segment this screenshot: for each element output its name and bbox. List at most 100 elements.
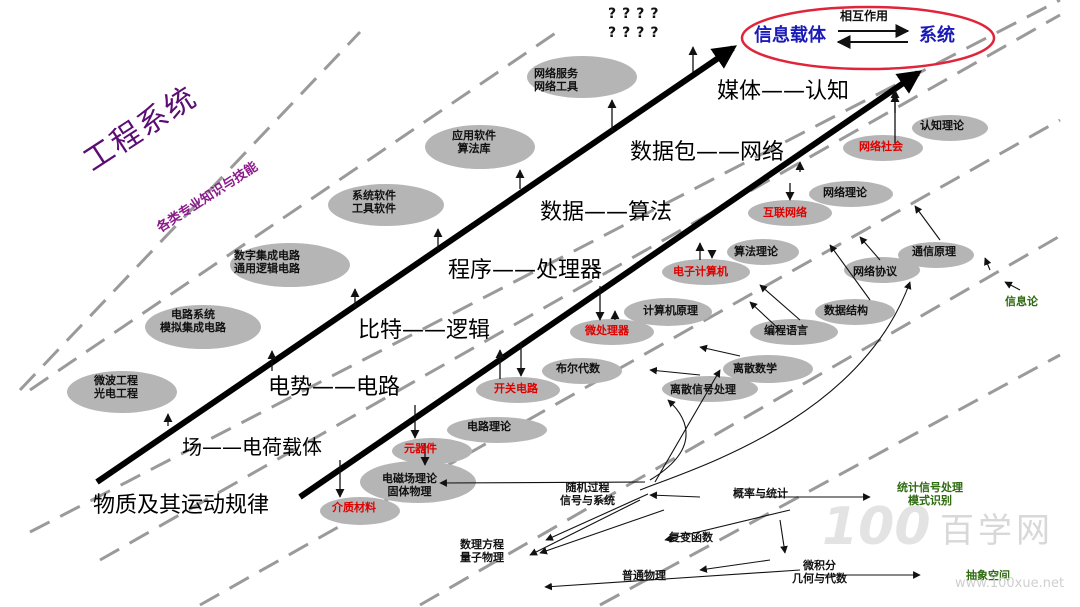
node-programming-language: 编程语言 [764,324,808,337]
axis-label-program: 程序——处理器 [448,258,603,283]
node-network-protocols: 网络协议 [853,265,897,278]
node-discrete-math: 离散数学 [733,362,777,375]
node-ellipse-2 [230,243,350,287]
node-computer: 电子计算机 [673,265,728,278]
info-carrier-label: 信息载体 [754,25,826,46]
connector-arrow-9 [544,569,801,591]
node-digital-circuits: 数字集成电路 通用逻辑电路 [234,249,300,275]
connector-arrow-8 [699,559,771,573]
node-calculus: 微积分 几何与代数 [792,559,847,585]
node-ellipse-6 [320,497,400,525]
connector-arrow-20 [1004,281,1021,291]
node-ellipse-21 [662,376,758,402]
node-algorithm-theory: 算法理论 [734,245,778,258]
axis-label-media: 媒体——认知 [717,79,850,104]
node-random-processes: 随机过程 信号与系统 [560,481,615,507]
node-network-services: 网络服务 网络工具 [534,67,578,93]
node-information-theory: 信息论 [1005,295,1038,308]
node-ellipse-10 [662,259,750,285]
curve-arrow-signal [649,399,687,481]
node-complex-functions: 复变函数 [669,531,713,544]
main-arrow-lower [298,70,922,500]
node-application-software: 应用软件 算法库 [452,129,496,155]
watermark-url: www.100xue.net [955,576,1065,591]
axis-label-potential: 电势——电路 [268,375,401,400]
node-components: 元器件 [404,442,437,455]
node-ellipse-23 [815,299,895,325]
dashed-guide-line-3 [99,13,1061,562]
node-ellipse-15 [542,358,622,384]
watermark-number: 100 [822,497,931,557]
unknown-marks-2: ???? [608,25,665,41]
node-dielectric-materials: 介质材料 [332,501,376,514]
node-ellipse-13 [360,461,476,503]
connector-arrow-4 [649,491,701,500]
node-microprocessor: 微处理器 [585,324,629,337]
node-ellipse-4 [425,125,535,169]
node-circuit-theory: 电路理论 [467,420,511,433]
dashed-guide-line-2 [29,0,1061,534]
node-probability-statistics: 概率与统计 [733,487,788,500]
connector-arrow-3 [539,509,665,555]
node-microwave-engineering: 微波工程 光电工程 [94,374,138,400]
dashed-guide-line-4 [199,118,1061,607]
node-ellipse-22 [750,319,838,345]
connector-arrow-16 [859,236,881,261]
connector-arrow-17 [914,205,941,241]
connector-arrow-2 [529,499,641,556]
node-statistical-signal-processing: 统计信号处理 模式识别 [897,481,963,507]
interaction-label: 相互作用 [840,9,889,23]
node-ellipse-0 [67,371,177,413]
node-ellipse-19 [912,115,988,141]
node-ellipse-11 [748,200,832,226]
node-communication-principles: 通信原理 [912,245,956,258]
node-ellipse-3 [328,184,444,226]
node-ellipse-14 [447,417,547,443]
connector-arrow-18 [984,257,992,271]
axis-label-data: 数据——算法 [540,200,673,225]
connector-arrow-11 [649,366,701,376]
node-electromagnetic-theory: 电磁场理论 固体物理 [382,472,437,498]
connector-arrow-14 [749,301,781,331]
main-arrow-upper [95,45,737,485]
node-ellipse-5 [527,56,637,98]
node-internet: 互联网络 [763,206,807,219]
system-label: 系统 [919,25,955,46]
node-system-software: 系统软件 工具软件 [352,189,396,215]
axis-label-matter: 物质及其运动规律 [93,493,270,518]
node-ellipse-24 [844,257,920,283]
node-general-physics: 普通物理 [622,569,666,582]
axis-label-field: 场——电荷载体 [182,435,322,459]
node-abstract-space: 抽象空间 [966,569,1010,582]
connector-arrow-6 [664,509,791,543]
node-math-physics-equations: 数理方程 量子物理 [460,538,504,564]
node-data-structures: 数据结构 [824,304,868,317]
connector-arrow-12 [699,344,741,357]
node-ellipse-18 [809,181,893,207]
axis-label-bit: 比特——逻辑 [358,318,491,343]
connector-arrow-15 [829,244,871,301]
watermark-name: 百学网 [940,511,1054,551]
dashed-guide-line-5 [419,234,1061,607]
connector-arrow-13 [759,284,801,321]
node-analog-circuits: 电路系统 模拟集成电路 [160,308,226,334]
node-network-society: 网络社会 [859,140,903,153]
system-ellipse [740,5,996,71]
node-boolean-algebra: 布尔代数 [556,362,600,375]
node-ellipse-20 [723,355,813,383]
connector-arrow-1 [545,493,649,541]
node-ellipse-1 [145,305,261,349]
unknown-marks-1: ???? [608,6,665,22]
node-ellipse-9 [570,319,654,345]
node-ellipse-17 [727,239,799,265]
node-network-theory: 网络理论 [823,186,867,199]
node-ellipse-16 [624,298,712,326]
node-ellipse-7 [392,438,472,464]
connector-arrow-7 [779,519,788,554]
node-discrete-signal-processing: 离散信号处理 [670,383,736,396]
dashed-guide-line-1 [29,28,561,392]
node-ellipse-12 [843,135,923,161]
connector-arrow-0 [439,479,646,487]
